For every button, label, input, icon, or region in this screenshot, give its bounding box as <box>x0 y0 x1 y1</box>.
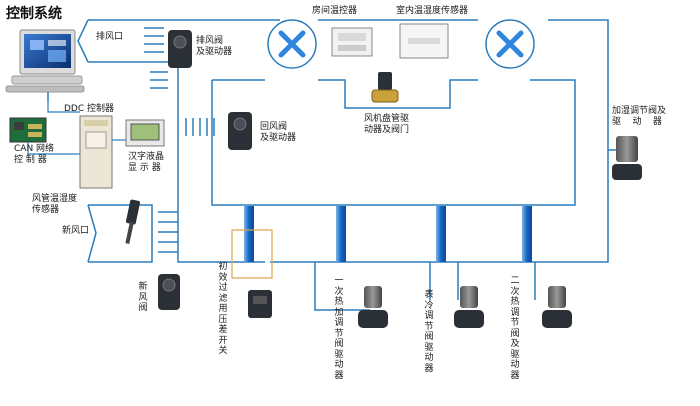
coil-cooling <box>436 206 446 262</box>
room-thermostat-label: 房间温控器 <box>312 6 358 16</box>
cooling-valve-label: 表 冷 调 节 阀 驱 动 器 <box>424 290 434 374</box>
pressure-switch <box>248 290 272 318</box>
secondary-heat-valve-label: 二 次 热 调 节 阀 及 驱 动 器 <box>510 276 520 381</box>
indoor-sensor-label: 室内温湿度传感器 <box>396 6 469 16</box>
fresh-damper-blades <box>158 211 178 253</box>
primary-heat-valve-device <box>358 286 388 328</box>
humidifier-valve-device <box>612 136 642 180</box>
cooling-valve-device <box>454 286 484 328</box>
ddc-controller-box <box>79 115 113 189</box>
return-damper-blades <box>185 118 215 136</box>
exhaust-damper-actuator <box>168 30 192 68</box>
control-wiring <box>27 102 126 155</box>
indoor-sensor-device <box>399 23 449 59</box>
lcd-display-label: 汉字液晶 显 示 器 <box>128 152 165 173</box>
can-controller-label: CAN 网络 控 制 器 <box>14 144 55 165</box>
page-title: 控制系统 <box>6 6 62 22</box>
fan-coil-valve-device <box>371 72 399 103</box>
filter-frame <box>231 229 273 279</box>
coil-blocks <box>244 206 532 262</box>
duct-sensor-label: 风管温湿度 传感器 <box>32 194 78 215</box>
valve-pipes <box>314 149 618 311</box>
fresh-inlet-label: 新风口 <box>62 226 90 236</box>
fresh-damper-label: 新 风 阀 <box>138 282 148 313</box>
duct-sensor-probe <box>125 199 141 244</box>
secondary-heat-valve-device <box>542 286 572 328</box>
exhaust-outlet-label: 排风口 <box>96 32 124 42</box>
filter-switch-label: 初 效 过 滤 用 压 差 开 关 <box>218 262 228 356</box>
coil-filter <box>244 206 254 262</box>
supply-fan-right <box>485 19 535 69</box>
exhaust-outlet-shape <box>77 19 97 263</box>
exhaust-damper-ticks <box>150 71 168 89</box>
coil-primary-heat <box>336 206 346 262</box>
humidifier-valve-label: 加湿调节阀及 驱 动 器 <box>612 106 667 127</box>
fresh-damper-actuator <box>158 274 180 310</box>
fan-coil-valve-label: 风机盘管驱 动器及阀门 <box>364 114 410 135</box>
can-controller-board <box>9 117 47 143</box>
computer-monitor <box>5 29 85 93</box>
supply-fan-left <box>267 19 317 69</box>
lcd-display-panel <box>125 119 165 147</box>
ddc-controller-label: DDC 控制器 <box>64 104 115 114</box>
room-thermostat-device <box>331 27 373 57</box>
return-damper-label: 回风阀 及驱动器 <box>260 122 297 143</box>
return-damper-actuator <box>228 112 252 150</box>
primary-heat-valve-label: 一 次 热 加 调 节 阀 驱 动 器 <box>334 276 344 381</box>
exhaust-damper-blades <box>144 27 164 53</box>
coil-secondary-heat <box>522 206 532 262</box>
exhaust-damper-label: 排风阀 及驱动器 <box>196 36 233 57</box>
